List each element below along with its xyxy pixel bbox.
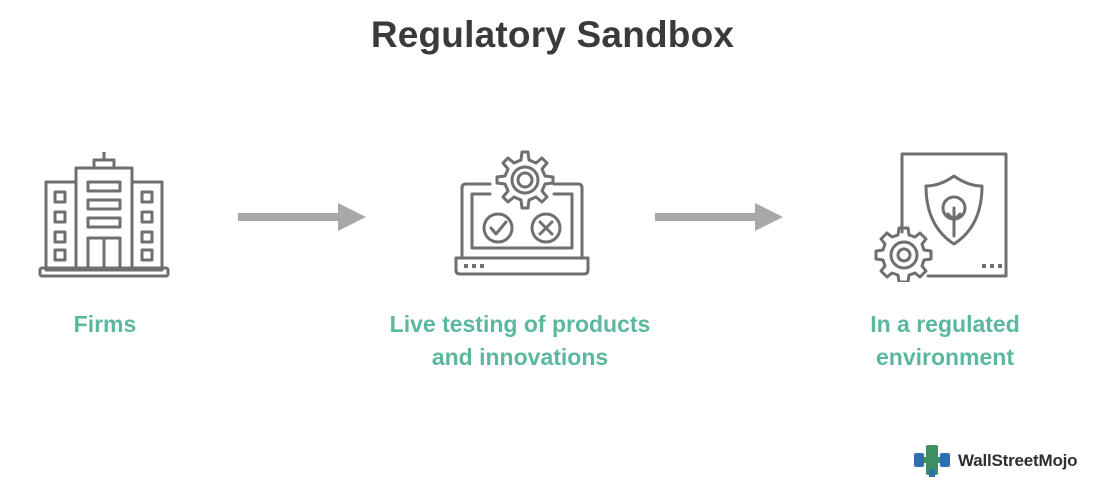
step-label-regulated-environment: In a regulated environment [820,308,1070,374]
logo-mark-icon [914,445,950,477]
step-label-live-testing: Live testing of products and innovations [360,308,680,374]
step-label-line: In a regulated [870,311,1020,337]
step-label-firms: Firms [20,308,190,341]
step-label-line: environment [875,344,1015,370]
arrow-right-icon [238,203,366,231]
laptop-gear-icon [454,150,590,276]
diagram-title: Regulatory Sandbox [370,14,735,55]
step-label-line: Live testing of products [389,311,651,337]
wallstreetmojo-logo: WallStreetMojo [912,441,1078,481]
shield-tree-document-icon [874,152,1008,282]
step-label-line: Firms [73,311,137,337]
arrow-right-icon [655,203,783,231]
step-label-line: and innovations [431,344,609,370]
logo-text: WallStreetMojo [958,451,1078,470]
building-icon [38,152,170,278]
